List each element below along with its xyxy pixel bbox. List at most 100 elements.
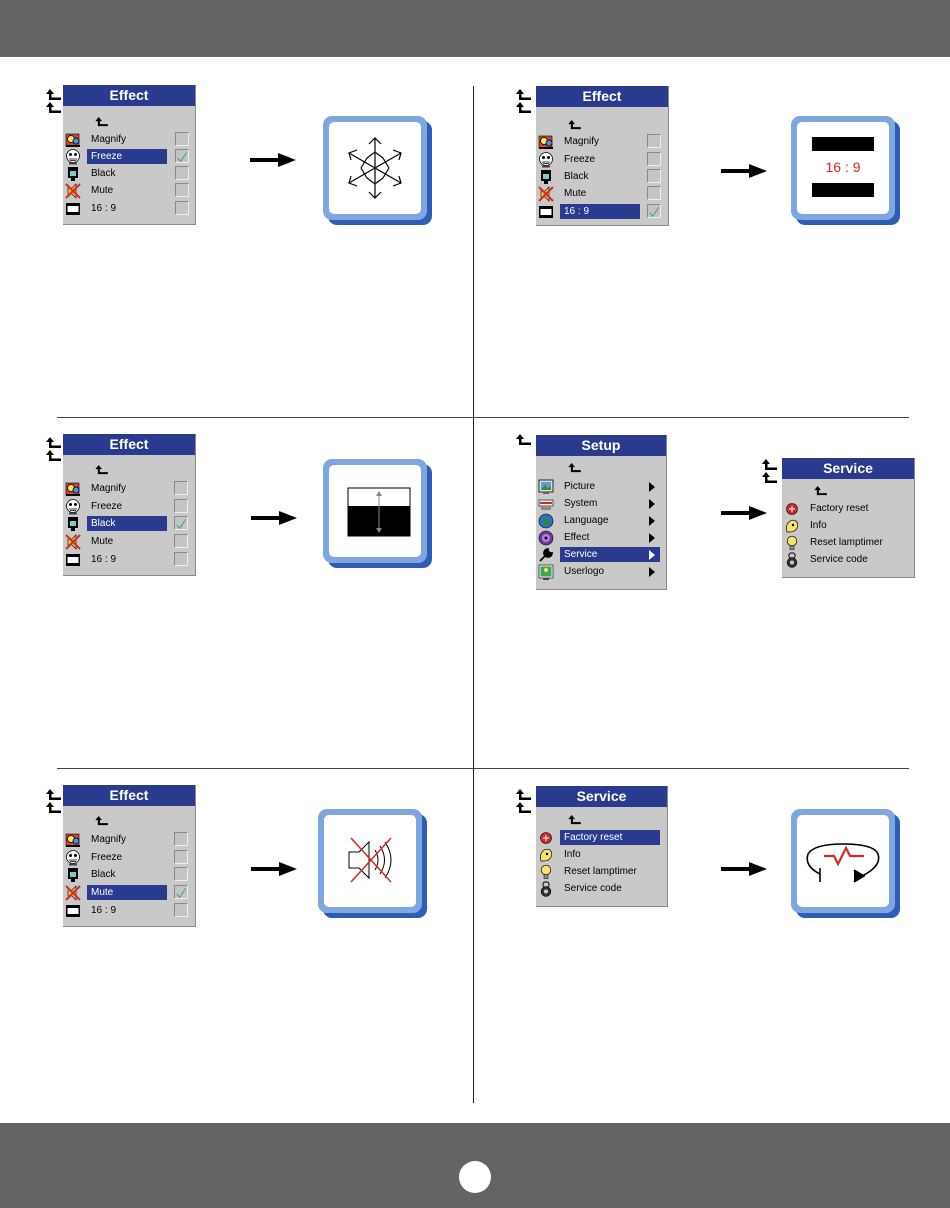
- checkbox[interactable]: [174, 499, 188, 513]
- menu-item-userlogo[interactable]: Userlogo: [536, 564, 666, 580]
- back-icon[interactable]: [46, 102, 62, 114]
- widescreen-icon: [65, 552, 81, 568]
- menu-item-picture[interactable]: Picture: [536, 479, 666, 495]
- menu-item-magnify[interactable]: Magnify: [63, 832, 195, 848]
- checkbox[interactable]: [174, 534, 188, 548]
- check-icon: [175, 887, 187, 899]
- checkbox[interactable]: [647, 152, 661, 166]
- checkbox[interactable]: [175, 132, 189, 146]
- checkbox-checked[interactable]: [175, 149, 189, 163]
- menu-item-info[interactable]: Info: [536, 847, 667, 863]
- checkbox[interactable]: [174, 552, 188, 566]
- back-icon[interactable]: [46, 437, 62, 449]
- page-number-badge: [459, 1161, 491, 1193]
- back-icon[interactable]: [516, 434, 532, 446]
- menu-item-mute[interactable]: Mute: [63, 534, 195, 550]
- header-bar: [0, 0, 950, 57]
- checkbox-checked[interactable]: [647, 204, 661, 218]
- menu-item-info[interactable]: Info: [782, 518, 914, 534]
- checkbox[interactable]: [647, 134, 661, 148]
- arrow-right-icon: [721, 505, 767, 521]
- black-screen-icon: [65, 516, 81, 532]
- menu-item-factory-reset[interactable]: Factory reset: [782, 501, 914, 517]
- back-icon[interactable]: [762, 472, 778, 484]
- menu-item-black[interactable]: Black: [63, 166, 195, 182]
- menu-item-label: Magnify: [91, 834, 127, 845]
- arrow-right-icon: [251, 861, 297, 877]
- menu-item-16-9[interactable]: 16 : 9: [63, 201, 195, 217]
- back-icon[interactable]: [46, 89, 62, 101]
- menu-back-icon[interactable]: [568, 463, 582, 473]
- menu-item-language[interactable]: Language: [536, 513, 666, 529]
- checkbox[interactable]: [175, 201, 189, 215]
- menu-item-factory-reset[interactable]: Factory reset: [536, 830, 667, 846]
- checkbox[interactable]: [175, 183, 189, 197]
- magnify-icon: [65, 132, 81, 148]
- back-icon[interactable]: [762, 459, 778, 471]
- back-icon[interactable]: [46, 802, 62, 814]
- menu-item-freeze[interactable]: Freeze: [536, 152, 668, 168]
- menu-item-freeze[interactable]: Freeze: [63, 499, 195, 515]
- menu-item-effect[interactable]: Effect: [536, 530, 666, 546]
- menu-item-reset-lamptimer[interactable]: Reset lamptimer: [536, 864, 667, 880]
- check-icon: [175, 518, 187, 530]
- back-icon[interactable]: [516, 89, 532, 101]
- submenu-arrow-icon: [649, 533, 655, 543]
- menu-item-magnify[interactable]: Magnify: [536, 134, 668, 150]
- menu-back-icon[interactable]: [568, 815, 582, 825]
- menu-back-icon[interactable]: [814, 486, 828, 496]
- menu-item-system[interactable]: System: [536, 496, 666, 512]
- back-icon[interactable]: [46, 789, 62, 801]
- menu-item-black[interactable]: Black: [63, 867, 195, 883]
- menu-item-16-9[interactable]: 16 : 9: [63, 552, 195, 568]
- checkbox-checked[interactable]: [174, 516, 188, 530]
- submenu-arrow-icon: [649, 482, 655, 492]
- widescreen-icon: [65, 201, 81, 217]
- checkbox[interactable]: [174, 867, 188, 881]
- back-icon[interactable]: [516, 789, 532, 801]
- freeze-icon: [65, 850, 81, 866]
- menu-back-icon[interactable]: [95, 465, 109, 475]
- setup-menu: Setup Picture System Language Effect Ser…: [536, 435, 667, 590]
- menu-item-label: Black: [564, 171, 589, 182]
- mute-icon: [538, 186, 554, 202]
- menu-item-magnify[interactable]: Magnify: [63, 132, 195, 148]
- menu-item-label: Picture: [564, 481, 596, 492]
- back-icon[interactable]: [516, 102, 532, 114]
- lamp-icon: [538, 864, 554, 880]
- checkbox[interactable]: [174, 481, 188, 495]
- menu-item-label: Factory reset: [810, 503, 869, 514]
- menu-item-freeze[interactable]: Freeze: [63, 149, 195, 165]
- menu-item-16-9[interactable]: 16 : 9: [536, 204, 668, 220]
- menu-back-icon[interactable]: [568, 120, 582, 130]
- menu-item-label: Freeze: [564, 154, 596, 165]
- column-divider: [473, 86, 474, 1103]
- menu-item-mute[interactable]: Mute: [63, 183, 195, 199]
- menu-item-service[interactable]: Service: [536, 547, 666, 563]
- checkbox[interactable]: [174, 832, 188, 846]
- menu-title: Effect: [63, 85, 195, 106]
- checkbox[interactable]: [647, 186, 661, 200]
- checkbox[interactable]: [175, 166, 189, 180]
- menu-back-icon[interactable]: [95, 816, 109, 826]
- black-screen-graphic: [347, 487, 411, 537]
- menu-back-icon[interactable]: [95, 117, 109, 127]
- back-icon[interactable]: [516, 802, 532, 814]
- menu-item-magnify[interactable]: Magnify: [63, 481, 195, 497]
- menu-item-reset-lamptimer[interactable]: Reset lamptimer: [782, 535, 914, 551]
- menu-item-service-code[interactable]: Service code: [536, 881, 667, 897]
- menu-item-freeze[interactable]: Freeze: [63, 850, 195, 866]
- checkbox[interactable]: [174, 850, 188, 864]
- checkbox[interactable]: [174, 903, 188, 917]
- menu-item-mute[interactable]: Mute: [63, 885, 195, 901]
- effect-menu: Effect Magnify Freeze Black Mute 16 : 9: [536, 86, 669, 226]
- menu-item-black[interactable]: Black: [63, 516, 195, 532]
- back-icon[interactable]: [46, 450, 62, 462]
- menu-item-label: Mute: [87, 885, 167, 900]
- menu-item-black[interactable]: Black: [536, 169, 668, 185]
- checkbox-checked[interactable]: [174, 885, 188, 899]
- menu-item-service-code[interactable]: Service code: [782, 552, 914, 568]
- menu-item-mute[interactable]: Mute: [536, 186, 668, 202]
- menu-item-16-9[interactable]: 16 : 9: [63, 903, 195, 919]
- checkbox[interactable]: [647, 169, 661, 183]
